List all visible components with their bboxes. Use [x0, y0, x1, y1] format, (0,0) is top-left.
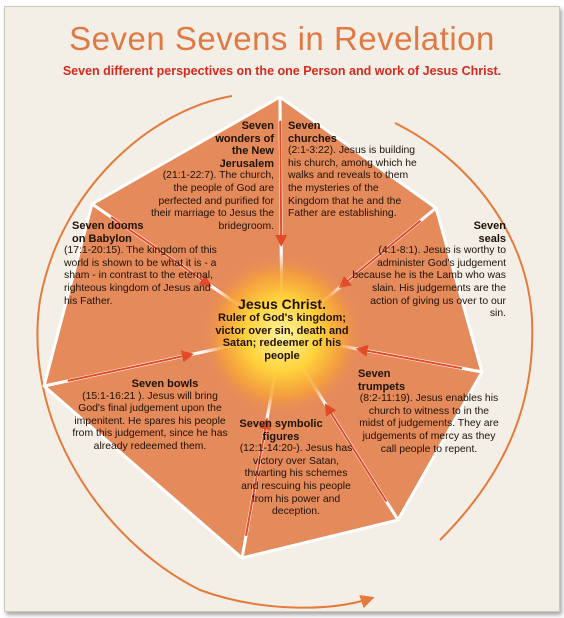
radial-arrow-3 — [355, 344, 463, 370]
section-wonders: Seven wonders of the New Jerusalem (21:1… — [146, 120, 274, 233]
outer-cycle-arrow-right — [394, 122, 534, 541]
center-sun — [200, 253, 364, 417]
radial-arrow-1 — [275, 120, 288, 247]
arrows-group — [67, 120, 463, 536]
section-seals: Seven seals (4:1-8:1). Jesus is worthy t… — [352, 220, 506, 321]
section-dooms-body: (17:1-20:15). The kingdom of this world … — [64, 245, 217, 307]
section-wonders-body: (21:1-22:7). The church, the people of G… — [150, 170, 274, 232]
page-title: Seven Sevens in Revelation — [69, 20, 495, 57]
center-title: Jesus Christ. — [238, 296, 326, 312]
section-figures-body: (12:1-14:20-). Jesus has victory over Sa… — [239, 443, 353, 518]
section-dooms: Seven dooms on Babylon (17:1-20:15). The… — [64, 220, 220, 308]
radial-arrow-5 — [245, 417, 272, 536]
section-seals-heading: Seven seals — [473, 220, 506, 245]
center-text: Jesus Christ. Ruler of God's kingdom; vi… — [212, 296, 352, 362]
section-figures-heading: Seven symbolic figures — [239, 418, 323, 443]
center-body: Ruler of God's kingdom; victor over sin,… — [215, 312, 349, 362]
section-churches: Seven churches (2:1-3:22). Jesus is buil… — [288, 120, 422, 221]
radial-arrow-2 — [338, 219, 422, 289]
section-seals-body: (4:1-8:1). Jesus is worthy to administer… — [352, 245, 506, 320]
outer-cycle-arrow-left — [36, 95, 375, 609]
radial-arrow-4 — [324, 403, 388, 503]
section-bowls: Seven bowls (15:1-16:21 ). Jesus will br… — [70, 378, 230, 454]
section-trumpets-body: (8:2-11:19). Jesus enables his church to… — [359, 393, 499, 455]
section-churches-body: (2:1-3:22). Jesus is building his church… — [288, 145, 417, 220]
radial-arrow-7 — [110, 216, 212, 287]
section-trumpets: Seven trumpets (8:2-11:19). Jesus enable… — [356, 368, 502, 456]
section-churches-heading: Seven churches — [288, 120, 337, 145]
section-bowls-body: (15:1-16:21 ). Jesus will bring God's fi… — [72, 390, 228, 452]
section-trumpets-heading: Seven trumpets — [358, 368, 406, 393]
page-subtitle: Seven different perspectives on the one … — [62, 64, 502, 78]
section-dooms-heading: Seven dooms on Babylon — [72, 220, 144, 245]
section-figures: Seven symbolic figures (12:1-14:20-). Je… — [236, 418, 356, 519]
radial-arrow-6 — [67, 350, 194, 382]
section-bowls-heading: Seven bowls — [131, 378, 199, 390]
section-wonders-heading: Seven wonders of the New Jerusalem — [215, 120, 274, 170]
